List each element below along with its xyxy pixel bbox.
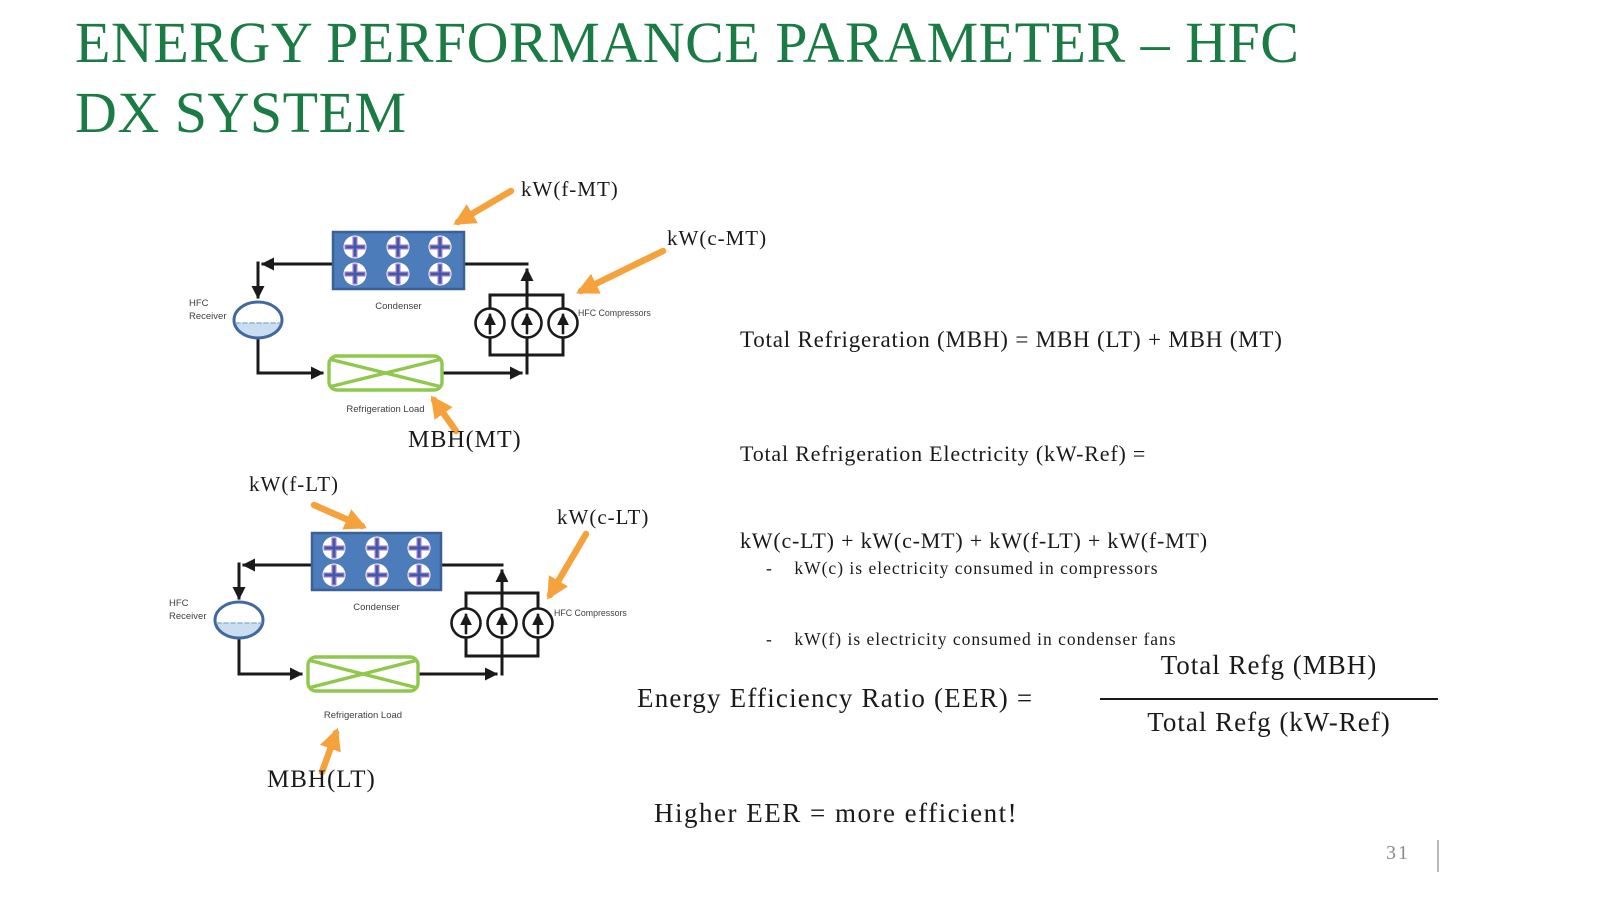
mt-condenser-box: [331, 230, 466, 291]
mt-load-power-label: MBH(MT): [408, 427, 522, 453]
eer-denominator: Total Refg (kW-Ref): [1147, 707, 1391, 737]
lt-load-label: Refrigeration Load: [323, 710, 403, 721]
note-kw-f: - kW(f) is electricity consumed in conde…: [766, 629, 1177, 650]
footer-divider: [1437, 840, 1439, 872]
eer-numerator: Total Refg (MBH): [1160, 650, 1378, 680]
lt-compressor-power-label: kW(c-LT): [557, 505, 650, 529]
lt-compressor-power-arrow: [546, 530, 590, 600]
lt-receiver-label: HFC Receiver: [169, 598, 207, 623]
lt-fan-power-arrow: [310, 501, 368, 530]
total-refrigeration-equation: Total Refrigeration (MBH) = MBH (LT) + M…: [740, 327, 1283, 352]
mt-compressor-power-arrow: [576, 247, 667, 295]
slide-title-line2: DX SYSTEM: [75, 79, 407, 145]
lt-system-diagram: [213, 501, 590, 776]
lt-compressors: [450, 607, 554, 639]
lt-fan-power-label: kW(f-LT): [249, 472, 340, 496]
slide-title: ENERGY PERFORMANCE PARAMETER – HFC DX SY…: [75, 8, 1299, 147]
lt-compressors-label: HFC Compressors: [554, 608, 627, 618]
total-electricity-equation: Total Refrigeration Electricity (kW-Ref)…: [740, 441, 1208, 554]
lt-receiver: [213, 600, 265, 640]
mt-condenser-fans: [343, 235, 452, 286]
lt-load-box: [306, 655, 420, 693]
mt-load-label: Refrigeration Load: [346, 404, 425, 415]
note-kw-c: - kW(c) is electricity consumed in compr…: [766, 558, 1159, 579]
mt-system-diagram: [232, 187, 667, 435]
fraction-bar: [1100, 698, 1438, 700]
mt-receiver-label: HFC Receiver: [189, 298, 227, 323]
mt-load-arrow: [430, 395, 460, 435]
lt-load-power-label: MBH(LT): [267, 766, 376, 793]
lt-load-arrow: [318, 727, 341, 776]
mt-compressor-power-label: kW(c-MT): [667, 226, 768, 250]
eer-equation-label: Energy Efficiency Ratio (EER) =: [637, 683, 1034, 713]
lt-condenser-box: [310, 531, 443, 592]
mt-compressors: [474, 307, 579, 339]
mt-fan-power-arrow: [453, 187, 515, 226]
mt-load-box: [327, 354, 444, 392]
lt-condenser-fans: [322, 536, 431, 587]
mt-compressors-label: HFC Compressors: [578, 308, 651, 318]
definition-notes: - kW(c) is electricity consumed in compr…: [766, 510, 1177, 699]
slide-title-line1: ENERGY PERFORMANCE PARAMETER – HFC: [75, 10, 1300, 75]
lt-condenser-label: Condenser: [353, 602, 400, 613]
mt-receiver: [232, 300, 284, 340]
mt-fan-power-label: kW(f-MT): [521, 177, 619, 201]
page-number: 31: [1386, 842, 1410, 864]
mt-condenser-label: Condenser: [375, 301, 422, 312]
conclusion-text: Higher EER = more efficient!: [654, 798, 1019, 828]
